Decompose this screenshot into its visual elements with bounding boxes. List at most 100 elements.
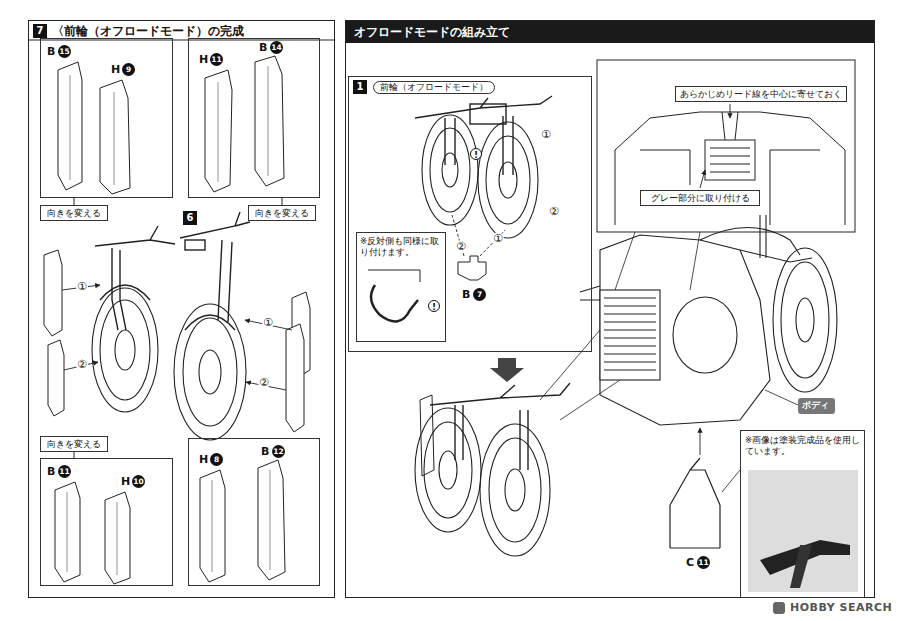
part-letter: H: [199, 53, 208, 66]
leader-line: [690, 232, 700, 290]
fork-and-handlebar: [95, 226, 175, 246]
watermark: HOBBY SEARCH: [788, 601, 894, 614]
body-top-view: [615, 112, 845, 225]
callout-arrow: [700, 170, 705, 188]
photo-inset: ※画像は塗装完成品を使用しています。: [740, 430, 865, 598]
wheel: [430, 128, 470, 212]
callout-arrow: [700, 428, 701, 455]
part-number: 8: [210, 453, 223, 466]
step-number: 1: [353, 80, 367, 94]
connector: [282, 198, 283, 205]
wheel: [424, 422, 472, 518]
callout-number: ②: [76, 358, 88, 371]
part-box: H11B14: [188, 38, 320, 198]
part-number: 12: [272, 445, 285, 458]
part-number: 11: [697, 556, 710, 569]
leader-line: [765, 390, 798, 405]
wheel: [92, 288, 158, 412]
photo: [748, 470, 858, 592]
label-text: 向きを変える: [255, 207, 309, 219]
callout-number: ①: [76, 280, 88, 293]
label-text: 前輪（オフロードモード）: [373, 81, 495, 94]
part-box: B15H9: [40, 38, 173, 198]
part-plate: [55, 482, 80, 582]
wheel: [92, 115, 837, 556]
note-callout: 向きを変える: [248, 205, 316, 221]
part-plate: [205, 70, 232, 192]
label-text: ボディ: [802, 399, 829, 411]
body-top-view: [705, 140, 755, 180]
header-rule: [28, 40, 335, 41]
part-plate: [255, 56, 284, 186]
label-text: オフロードモードの組み立て: [346, 21, 874, 43]
leader-line: [540, 330, 600, 400]
wheel: [422, 115, 478, 225]
down-arrow: [490, 358, 524, 382]
body: [760, 215, 766, 258]
fork-and-handlebar: [415, 96, 552, 118]
note-callout: グレー部分に取り付ける: [640, 190, 760, 206]
part-plate: [100, 80, 130, 194]
note-callout: あらかじめリード線を中心に寄せておく: [675, 86, 847, 102]
step-number: 7: [33, 24, 47, 38]
note-callout: 向きを変える: [40, 436, 108, 452]
part-letter: H: [121, 475, 130, 488]
fork-and-handlebar: [218, 240, 232, 322]
fork-and-handlebar: [95, 96, 570, 470]
connector: [74, 198, 75, 205]
wheel: [781, 262, 829, 378]
body: [600, 235, 770, 425]
body-top-view: [615, 112, 845, 225]
label-text: ※反対側も同様に取り付けます。: [360, 236, 444, 258]
label-text: 向きを変える: [47, 207, 101, 219]
plate-detail: [67, 66, 270, 575]
callout-arrow: [700, 104, 730, 455]
body-top-view: [710, 148, 750, 172]
body: [580, 215, 812, 425]
part-box: H8 B12: [188, 438, 320, 586]
wheel: [183, 318, 237, 426]
label-text: グレー部分に取り付ける: [651, 192, 750, 204]
part-plate: [258, 460, 285, 580]
body: [700, 228, 800, 256]
label-text: 〈前輪（オフロードモード）の完成: [52, 24, 244, 38]
wheel: [773, 248, 837, 392]
fork-and-handlebar: [445, 116, 513, 175]
wheel: [100, 300, 150, 400]
part-number: 11: [58, 465, 71, 478]
stand-c11: [670, 458, 720, 548]
down-arrow: [490, 358, 524, 382]
stand-c11: [670, 458, 720, 548]
part-number: 15: [58, 45, 71, 58]
part-number: 7: [473, 288, 486, 301]
wheel: [478, 122, 538, 238]
part-number: 9: [122, 63, 135, 76]
caution-mark: !: [428, 300, 440, 312]
body: [600, 290, 660, 380]
part-number: 11: [210, 53, 223, 66]
lead-wire: [368, 270, 420, 321]
fork-and-handlebar: [185, 315, 235, 330]
fork-and-handlebar: [455, 405, 528, 470]
body: [580, 286, 600, 300]
note-callout: 向きを変える: [40, 205, 108, 221]
dashed-guide: [480, 230, 505, 256]
part-plate: [44, 250, 62, 336]
section-panel: ※反対側も同様に取り付けます。 1 前輪（オフロードモード） あらかじめリード線を中心…: [345, 20, 875, 598]
inset-frame: [597, 60, 855, 232]
body: [740, 250, 812, 262]
fork-and-handlebar: [112, 248, 126, 330]
part-plate: [286, 324, 304, 432]
part-letter: B: [47, 465, 55, 478]
body: [673, 297, 737, 373]
part-letter: H: [199, 453, 208, 466]
part-letter: B: [462, 288, 470, 301]
inset-box: ※反対側も同様に取り付けます。: [356, 232, 446, 342]
label-text: 向きを変える: [47, 438, 101, 450]
step-number: 6: [183, 211, 197, 225]
body: [604, 298, 656, 370]
wheel: [796, 298, 814, 342]
part-letter: B: [261, 445, 269, 458]
inset-frame: [597, 60, 855, 232]
label-text: ※画像は塗装完成品を使用しています。: [745, 435, 862, 457]
